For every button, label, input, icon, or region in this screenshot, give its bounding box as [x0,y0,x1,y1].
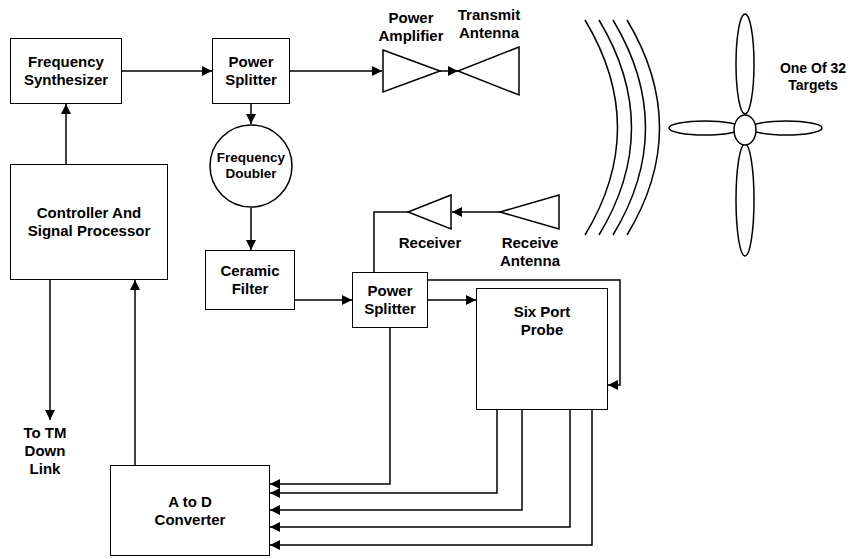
process-box: Frequency Synthesizer [10,38,122,104]
propeller-blade [736,14,754,114]
signal-connector [270,410,592,545]
symbol-label: Power Amplifier [374,9,448,45]
signal-connector [65,104,67,164]
box-label: Frequency Doubler [212,150,290,182]
wave-arc [585,20,618,235]
signal-connector [250,208,252,250]
propeller-target [669,14,822,256]
antenna-symbol: Receive Antenna [500,194,560,230]
propeller-blade [736,144,754,256]
triangle-outline [383,50,440,92]
triangle-outline [458,47,519,95]
signal-connector [270,328,390,484]
radio-waves [585,20,660,235]
signal-connector [270,410,522,510]
box-label: Power Splitter [355,282,425,318]
signal-connector [134,280,136,465]
signal-connector [270,410,497,493]
signal-connector [440,70,458,72]
symbol-label: Receiver [390,234,470,252]
signal-connector [452,211,500,213]
wave-arc [613,20,646,235]
antenna-symbol-outline [500,194,560,230]
box-label: Six Port Probe [500,303,584,339]
converter-box: A to D Converter [110,465,270,556]
box-label: A to D Converter [142,493,238,529]
box-label: Frequency Synthesizer [14,53,118,89]
downlink-label: To TM Down Link [14,424,76,478]
doubler-circle: Frequency Doubler [209,124,293,208]
downlink-arrow [49,280,51,420]
splitter-box: Power Splitter [212,38,290,104]
amplifier-symbol-outline [408,194,452,230]
splitter-box: Power Splitter [352,272,428,328]
amplifier-symbol-outline [382,49,440,93]
propeller-blade [669,121,741,135]
wave-arc [599,20,632,235]
signal-connector [290,70,382,72]
box-label: Ceramic Filter [209,262,291,298]
box-label: Power Splitter [215,53,287,89]
target-label: One Of 32 Targets [776,60,850,94]
triangle-outline [408,195,451,229]
amplifier-symbol: Power Amplifier [382,49,440,93]
circle-outline [210,125,292,207]
signal-connector [122,70,212,72]
signal-connector [270,410,570,527]
filter-box: Ceramic Filter [205,250,295,310]
symbol-label: Receive Antenna [495,234,565,270]
wave-arc [627,20,660,235]
propeller-hub [734,115,756,145]
amplifier-symbol: Receiver [408,194,452,230]
triangle-outline [500,195,559,229]
probe-box: Six Port Probe [476,288,608,410]
box-label: Controller And Signal Processor [19,204,159,240]
antenna-symbol-outline [458,46,520,96]
signal-connector [295,299,352,301]
signal-connector [250,104,252,124]
symbol-label: Transmit Antenna [451,6,527,42]
process-box: Controller And Signal Processor [10,164,168,280]
propeller-blade [750,121,822,135]
antenna-symbol: Transmit Antenna [458,46,520,96]
signal-connector [428,299,476,301]
